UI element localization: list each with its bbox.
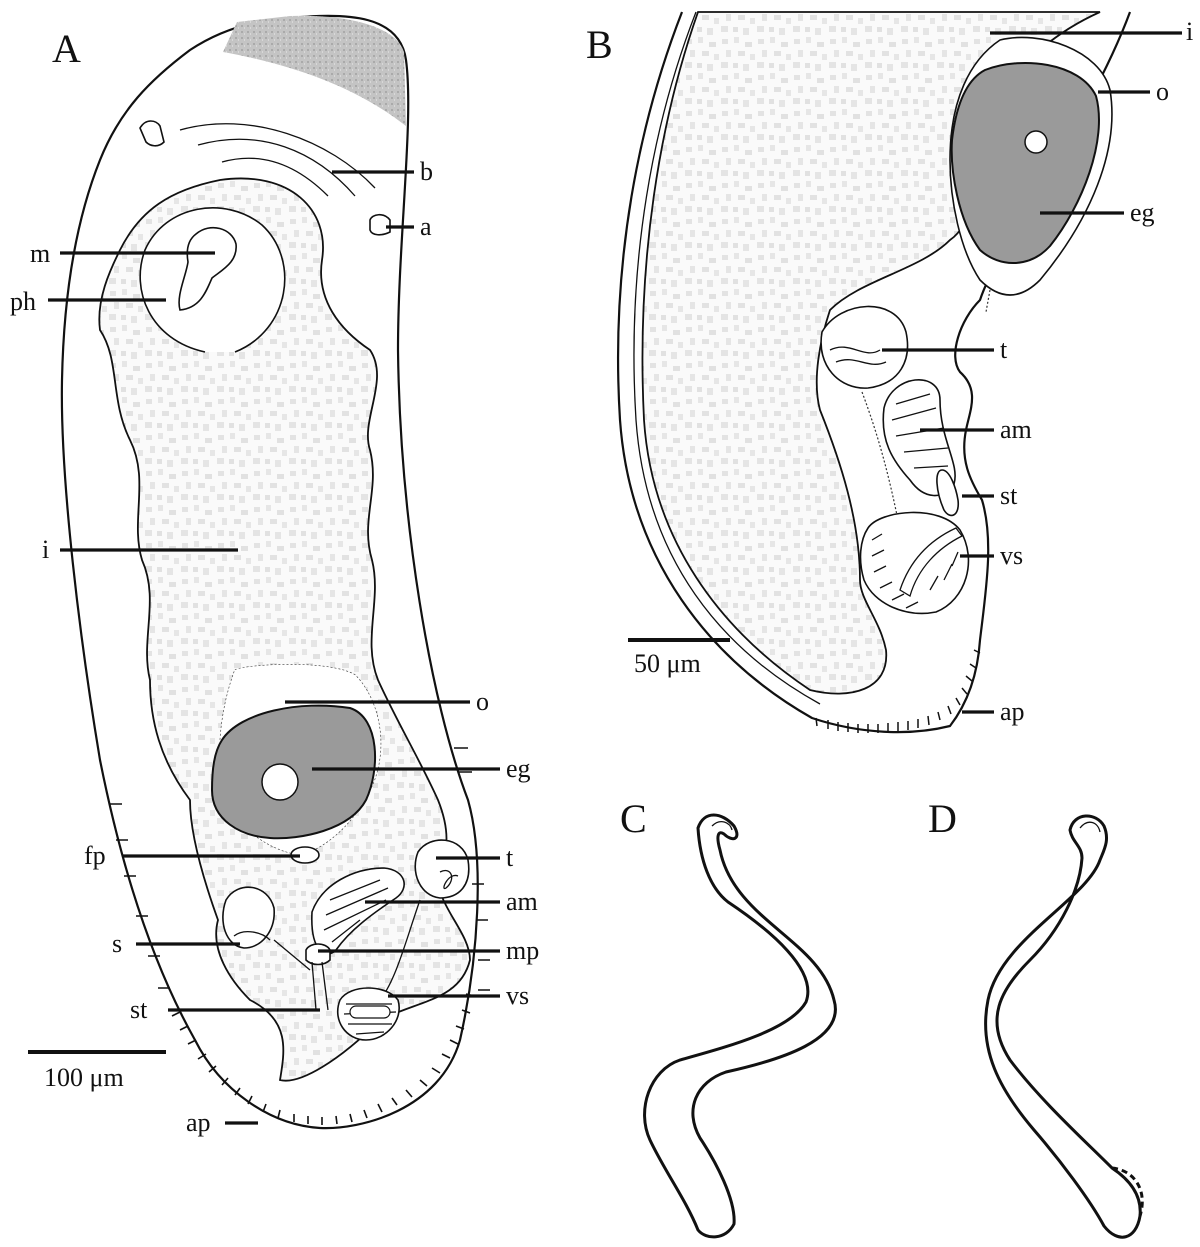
panel-a-anterior-band: [223, 16, 406, 126]
panel-a-label-mp: mp: [506, 936, 539, 965]
panel-b-label-o: o: [1156, 77, 1169, 106]
panel-a-label-ap: ap: [186, 1108, 211, 1137]
panel-c: C: [620, 796, 835, 1237]
panel-a-label-i: i: [42, 535, 49, 564]
panel-d: D: [928, 796, 1142, 1237]
panel-a-testis-right: [415, 840, 469, 898]
panel-d-letter: D: [928, 796, 957, 841]
panel-b-label-t: t: [1000, 335, 1008, 364]
panel-d-stylet: [986, 816, 1141, 1237]
panel-b-label-eg: eg: [1130, 198, 1155, 227]
panel-b-letter: B: [586, 22, 613, 67]
panel-b-label-vs: vs: [1000, 541, 1023, 570]
panel-a-label-vs: vs: [506, 981, 529, 1010]
panel-a: A: [10, 16, 539, 1137]
panel-a-label-fp: fp: [84, 841, 106, 870]
panel-a-vesicula-tube: [350, 1006, 390, 1018]
panel-a-label-m: m: [30, 239, 50, 268]
panel-b-egg-nucleus: [1025, 131, 1047, 153]
panel-a-egg-nucleus: [262, 764, 298, 800]
panel-a-label-s: s: [112, 929, 122, 958]
panel-b-oviduct: [986, 290, 990, 312]
panel-a-brain-arc-1: [180, 124, 375, 188]
panel-a-label-a: a: [420, 212, 432, 241]
panel-a-male-pore: [306, 944, 330, 965]
panel-c-letter: C: [620, 796, 647, 841]
panel-a-adhesive-left: [140, 121, 164, 146]
panel-a-label-b: b: [420, 157, 433, 186]
panel-a-label-t: t: [506, 843, 514, 872]
panel-a-letter: A: [52, 26, 81, 71]
panel-b-label-am: am: [1000, 415, 1032, 444]
panel-a-label-o: o: [476, 687, 489, 716]
panel-a-adhesive-right: [370, 215, 390, 235]
panel-a-label-st: st: [130, 995, 148, 1024]
panel-b-testis: [821, 306, 907, 388]
panel-b-label-i: i: [1186, 17, 1193, 46]
panel-a-scale-label: 100 μm: [44, 1063, 124, 1092]
panel-b: B: [586, 12, 1193, 733]
panel-a-label-eg: eg: [506, 754, 531, 783]
panel-a-label-am: am: [506, 887, 538, 916]
panel-b-label-ap: ap: [1000, 697, 1025, 726]
panel-b-egg: [952, 63, 1099, 263]
panel-b-scale-label: 50 μm: [634, 649, 701, 678]
panel-b-label-st: st: [1000, 481, 1018, 510]
panel-a-label-ph: ph: [10, 287, 36, 316]
panel-c-stylet: [645, 815, 836, 1237]
